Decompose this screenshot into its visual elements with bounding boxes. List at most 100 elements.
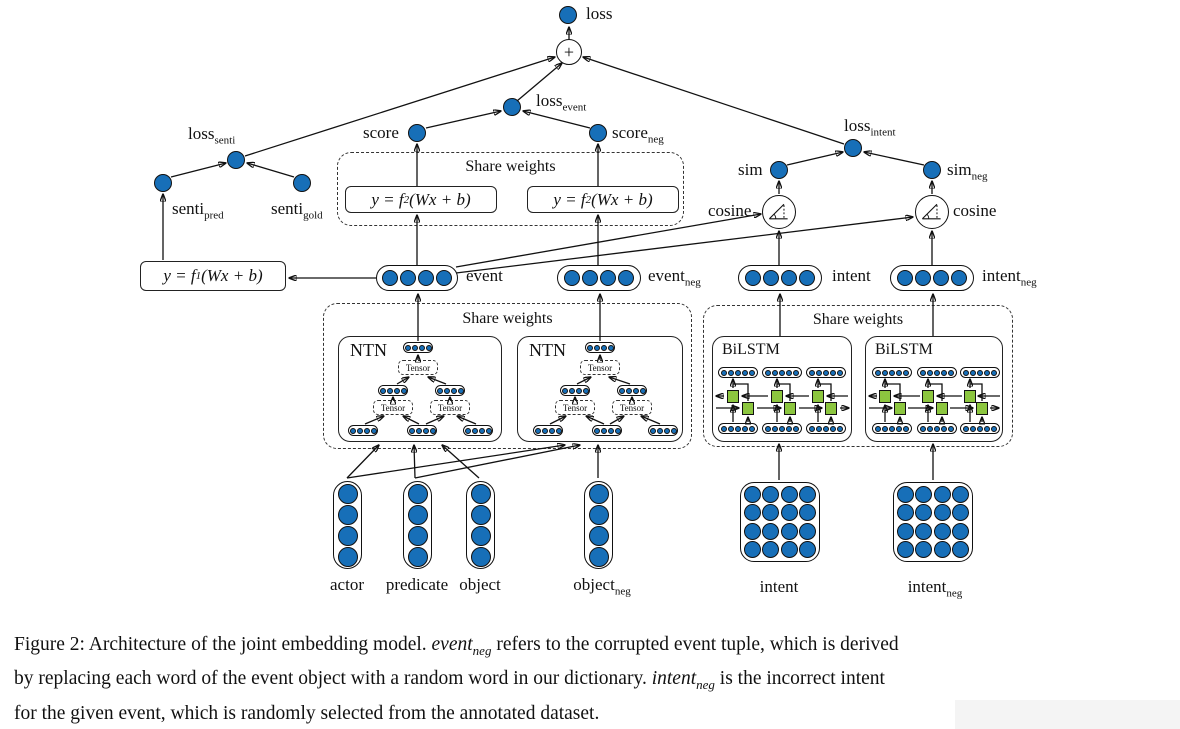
embedding-dot [963, 425, 969, 432]
loss-senti-node [227, 151, 245, 169]
embedding-dot [779, 369, 785, 376]
embedding-dot [415, 427, 422, 434]
embedding-dot [404, 344, 411, 351]
embedding-dot [600, 427, 607, 434]
embedding-dot [744, 522, 761, 540]
embedding-dot [728, 425, 734, 432]
embedding-dot [418, 344, 425, 351]
angle-icon [768, 203, 788, 220]
embedding-dot [744, 486, 761, 503]
embedding-dot [721, 425, 727, 432]
embedding-dot [561, 387, 568, 394]
embedding-dot [363, 427, 370, 434]
embedding-dot [970, 369, 976, 376]
intent-label: intent [832, 266, 871, 285]
ntn-neg-label: NTN [529, 340, 566, 360]
embedding-dot [798, 522, 816, 540]
event-embedding-pill [376, 265, 458, 291]
embedding-dot [765, 425, 771, 432]
lstm-cell [784, 402, 796, 415]
embedding-dot [379, 387, 386, 394]
embedding-dot [400, 270, 416, 286]
embedding-dot [772, 369, 778, 376]
embedding-dot [793, 369, 799, 376]
embedding-dot [970, 425, 976, 432]
embedding-dot [915, 504, 933, 522]
embedding-dot [407, 483, 428, 504]
embedding-dot [735, 425, 741, 432]
loss-event-node [503, 98, 521, 116]
embedding-dot [742, 369, 748, 376]
bilstm-neg-label: BiLSTM [875, 341, 933, 358]
ntn-pill [378, 385, 408, 396]
ntn-pill [348, 425, 378, 436]
loss-senti-label: losssenti [188, 124, 236, 147]
embedding-dot [588, 483, 609, 504]
embedding-dot [765, 369, 771, 376]
object-input-vector [466, 481, 495, 569]
embedding-dot [948, 425, 954, 432]
embedding-dot [541, 427, 548, 434]
embedding-dot [393, 387, 400, 394]
embedding-dot [337, 525, 358, 546]
embedding-dot [933, 270, 949, 286]
embedding-dot [436, 387, 443, 394]
share-weights-title-ntn: Share weights [462, 310, 553, 327]
cosine-left-label: cosine [708, 201, 752, 220]
embedding-dot [663, 427, 670, 434]
bilstm-pill [960, 423, 1000, 434]
embedding-dot [882, 425, 888, 432]
score-label: score [363, 123, 399, 142]
senti-pred-label: sentipred [172, 199, 224, 222]
intent-neg-embedding-pill [890, 265, 974, 291]
embedding-dot [977, 425, 983, 432]
share-weights-title-bilstm: Share weights [812, 311, 904, 328]
embedding-dot [762, 522, 780, 540]
embedding-dot [941, 369, 947, 376]
intent-neg-input-matrix [893, 482, 973, 562]
lstm-cell [771, 390, 783, 403]
ntn-pill [407, 425, 437, 436]
embedding-dot [927, 425, 933, 432]
actor-input-vector [333, 481, 362, 569]
embedding-dot [762, 540, 780, 558]
ntn-pill [617, 385, 647, 396]
bilstm-pill [806, 367, 846, 378]
senti-gold-label: sentigold [271, 199, 323, 222]
embedding-dot [485, 427, 492, 434]
embedding-dot [586, 344, 593, 351]
intent-input-matrix [740, 482, 820, 562]
embedding-dot [534, 427, 541, 434]
embedding-dot [951, 486, 969, 503]
embedding-dot [425, 344, 432, 351]
senti-pred-node [154, 174, 172, 192]
embedding-dot [607, 427, 614, 434]
embedding-dot [896, 425, 902, 432]
embedding-dot [356, 427, 363, 434]
ntn-pill [648, 425, 678, 436]
lstm-cell [894, 402, 906, 415]
lstm-cell [936, 402, 948, 415]
embedding-dot [837, 369, 843, 376]
embedding-dot [471, 427, 478, 434]
embedding-dot [934, 425, 940, 432]
embedding-dot [564, 270, 580, 286]
ntn-pill [435, 385, 465, 396]
embedding-dot [991, 425, 997, 432]
cosine-right-label: cosine [953, 201, 997, 220]
embedding-dot [882, 369, 888, 376]
lstm-cell [879, 390, 891, 403]
embedding-dot [875, 425, 881, 432]
loss-intent-label: lossintent [844, 116, 896, 139]
embedding-dot [933, 486, 951, 503]
embedding-dot [984, 369, 990, 376]
ntn-pill [585, 342, 615, 353]
embedding-dot [582, 270, 598, 286]
embedding-dot [830, 369, 836, 376]
embedding-dot [548, 427, 555, 434]
embedding-dot [670, 427, 677, 434]
embedding-dot [742, 425, 748, 432]
embedding-dot [464, 427, 471, 434]
